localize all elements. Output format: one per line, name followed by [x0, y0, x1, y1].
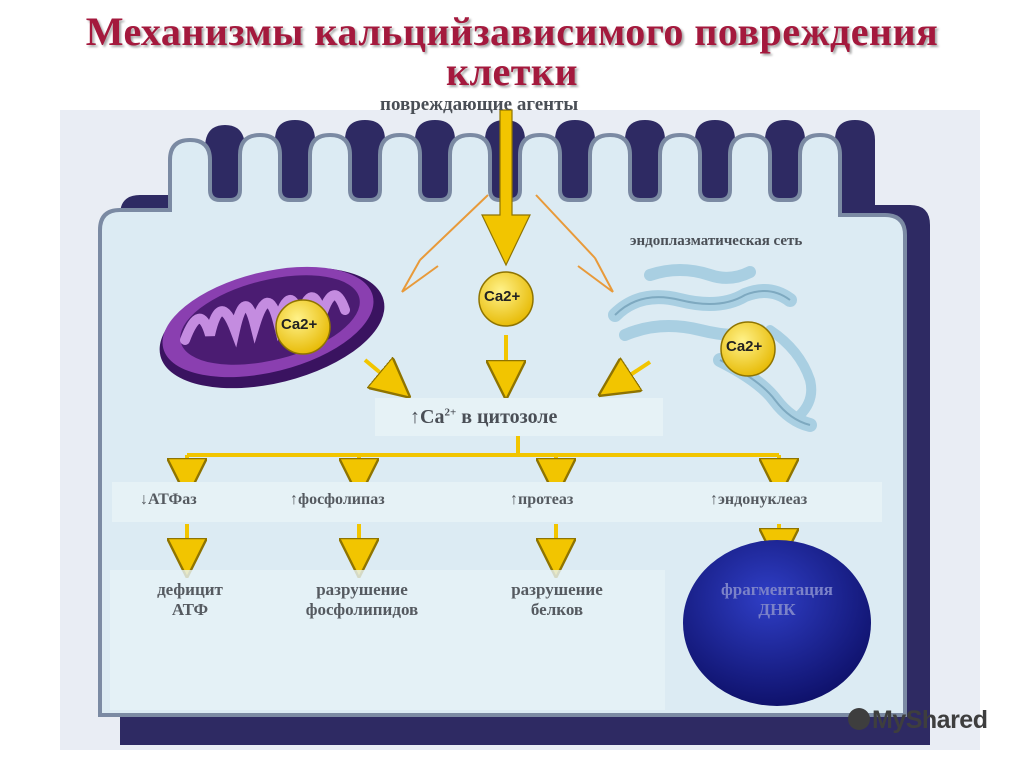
- mitochondrial-calcium: [275, 299, 331, 355]
- ca-center-label: Ca2+: [484, 288, 521, 305]
- ca-mito-label: Ca2+: [281, 316, 318, 333]
- ca-er-label: Ca2+: [726, 338, 763, 355]
- incoming-calcium: [478, 271, 534, 327]
- phospholipid-destruction-label: разрушение фосфолипидов: [305, 580, 419, 620]
- cytosol-box: [375, 398, 663, 436]
- title-line-1: Механизмы кальцийзависимого повреждения: [85, 9, 939, 54]
- endonuclease-label: ↑эндонуклеаз: [710, 491, 808, 508]
- agent-arrows: [401, 120, 614, 293]
- atp-deficit-label: дефицит АТФ: [157, 580, 223, 620]
- cytosol-up-arrow: ↑: [410, 406, 420, 428]
- phospholipase-label: ↑фосфолипаз: [290, 491, 385, 508]
- er-label: эндоплазматическая сеть: [630, 233, 803, 249]
- cytosol-ca: Ca: [420, 406, 445, 428]
- cytosol-text: в цитозоле: [461, 406, 558, 428]
- er-calcium: [720, 321, 776, 377]
- protease-label: ↑протеаз: [510, 491, 574, 508]
- central-arrow: [481, 109, 531, 267]
- cytosol-label: ↑Ca2+ в цитозоле: [410, 405, 557, 429]
- watermark-logo-icon: [848, 708, 870, 730]
- enzyme-box: [112, 482, 882, 522]
- title-line-2: клетки: [446, 49, 578, 94]
- nucleus: [683, 540, 871, 706]
- dna-fragmentation-label: фрагментация ДНК: [721, 580, 833, 620]
- atpase-label: ↓АТФаз: [140, 491, 197, 508]
- cytosol-sup: 2+: [444, 406, 457, 419]
- inflow-arrows: [363, 335, 652, 385]
- agents-label: повреждающие агенты: [380, 94, 579, 115]
- protein-destruction-label: разрушение белков: [511, 580, 603, 620]
- watermark: MyShared: [872, 706, 988, 734]
- distribution-tree: [187, 436, 779, 478]
- effects-box: [110, 570, 665, 710]
